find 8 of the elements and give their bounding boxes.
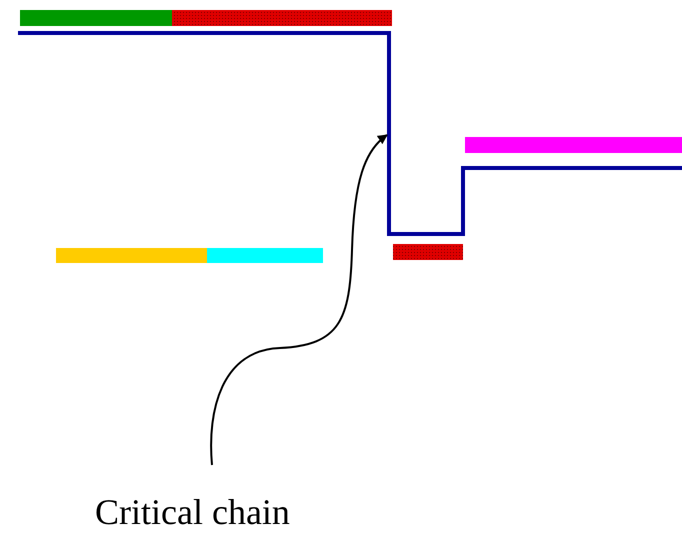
leader-line <box>210 134 388 466</box>
chain-line <box>18 31 682 236</box>
task-bar <box>20 10 172 26</box>
buffer-bar <box>172 10 392 26</box>
callout-label: Critical chain <box>95 494 290 530</box>
buffer-bar <box>393 244 463 260</box>
task-bar <box>56 248 207 263</box>
task-bar <box>207 248 323 263</box>
